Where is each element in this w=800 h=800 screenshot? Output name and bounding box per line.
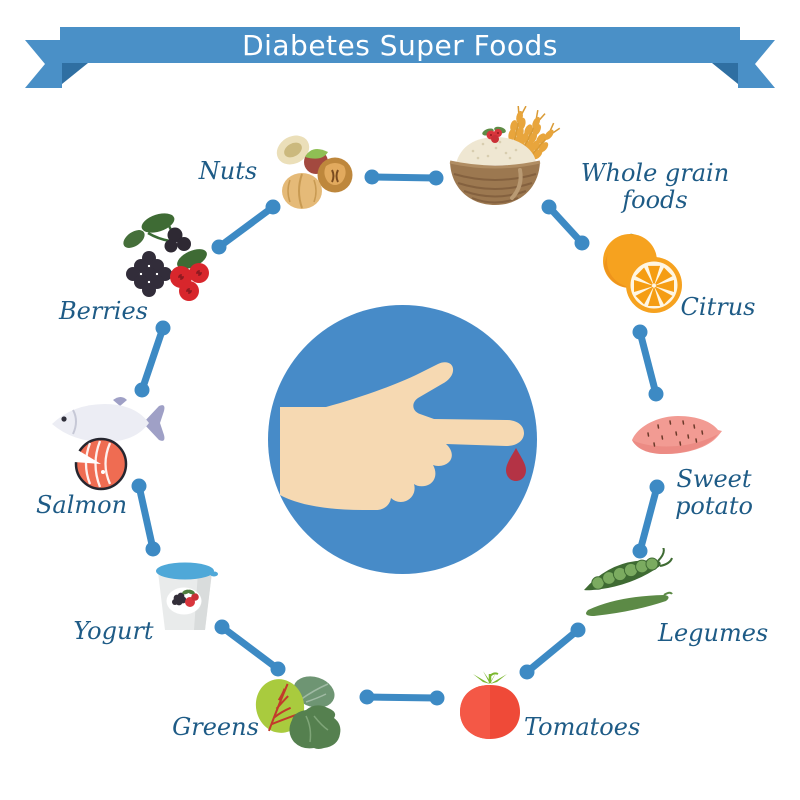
whole-grain-label: Whole grain foods (580, 159, 730, 214)
salmon-icon (52, 397, 165, 491)
food-item-citrus (600, 233, 685, 315)
connector (632, 479, 665, 559)
berries-icon (123, 213, 209, 301)
food-item-greens (250, 672, 350, 752)
nuts-label: Nuts (198, 157, 258, 185)
nuts-icon (276, 135, 353, 209)
salmon-label: Salmon (35, 491, 128, 519)
yogurt-label: Yogurt (73, 617, 154, 645)
food-item-tomatoes (455, 668, 525, 744)
ribbon-fold-right (712, 63, 738, 84)
connector (359, 689, 445, 706)
connector (214, 619, 286, 677)
blood-drop (506, 448, 526, 481)
ribbon-tail-left (25, 40, 62, 88)
greens-label: Greens (172, 713, 259, 741)
ribbon-band (60, 27, 740, 63)
citrus-icon (603, 233, 682, 313)
food-item-whole-grain (448, 106, 568, 213)
sweet-potato-label: Sweet potato (675, 465, 753, 520)
citrus-label: Citrus (680, 293, 756, 321)
tomatoes-label: Tomatoes (524, 713, 641, 741)
connector (632, 324, 664, 402)
food-item-yogurt (150, 556, 220, 634)
food-item-salmon (45, 393, 170, 493)
center-blood-test-illustration (268, 305, 537, 574)
page-title: Diabetes Super Foods (242, 28, 558, 62)
title-ribbon (25, 27, 775, 88)
food-item-nuts (272, 122, 362, 217)
whole-grain-bowl-icon (449, 106, 561, 205)
food-item-legumes (578, 548, 673, 623)
pointing-hand (280, 362, 524, 510)
tomato-icon (460, 671, 520, 739)
legumes-icon (584, 548, 673, 616)
food-item-sweet-potato (628, 406, 723, 461)
berries-label: Berries (59, 297, 148, 325)
connector (134, 320, 171, 398)
yogurt-icon (156, 562, 218, 630)
legumes-label: Legumes (658, 619, 769, 647)
sweet-potato-icon (632, 416, 722, 454)
ribbon-tail-right (738, 40, 775, 88)
pointing-hand-blood-drop-icon (280, 362, 526, 510)
ribbon-fold-left (62, 63, 88, 84)
connector (364, 169, 444, 186)
connector (211, 199, 281, 255)
greens-icon (255, 676, 341, 749)
connector (519, 622, 586, 680)
food-item-berries (118, 213, 218, 308)
